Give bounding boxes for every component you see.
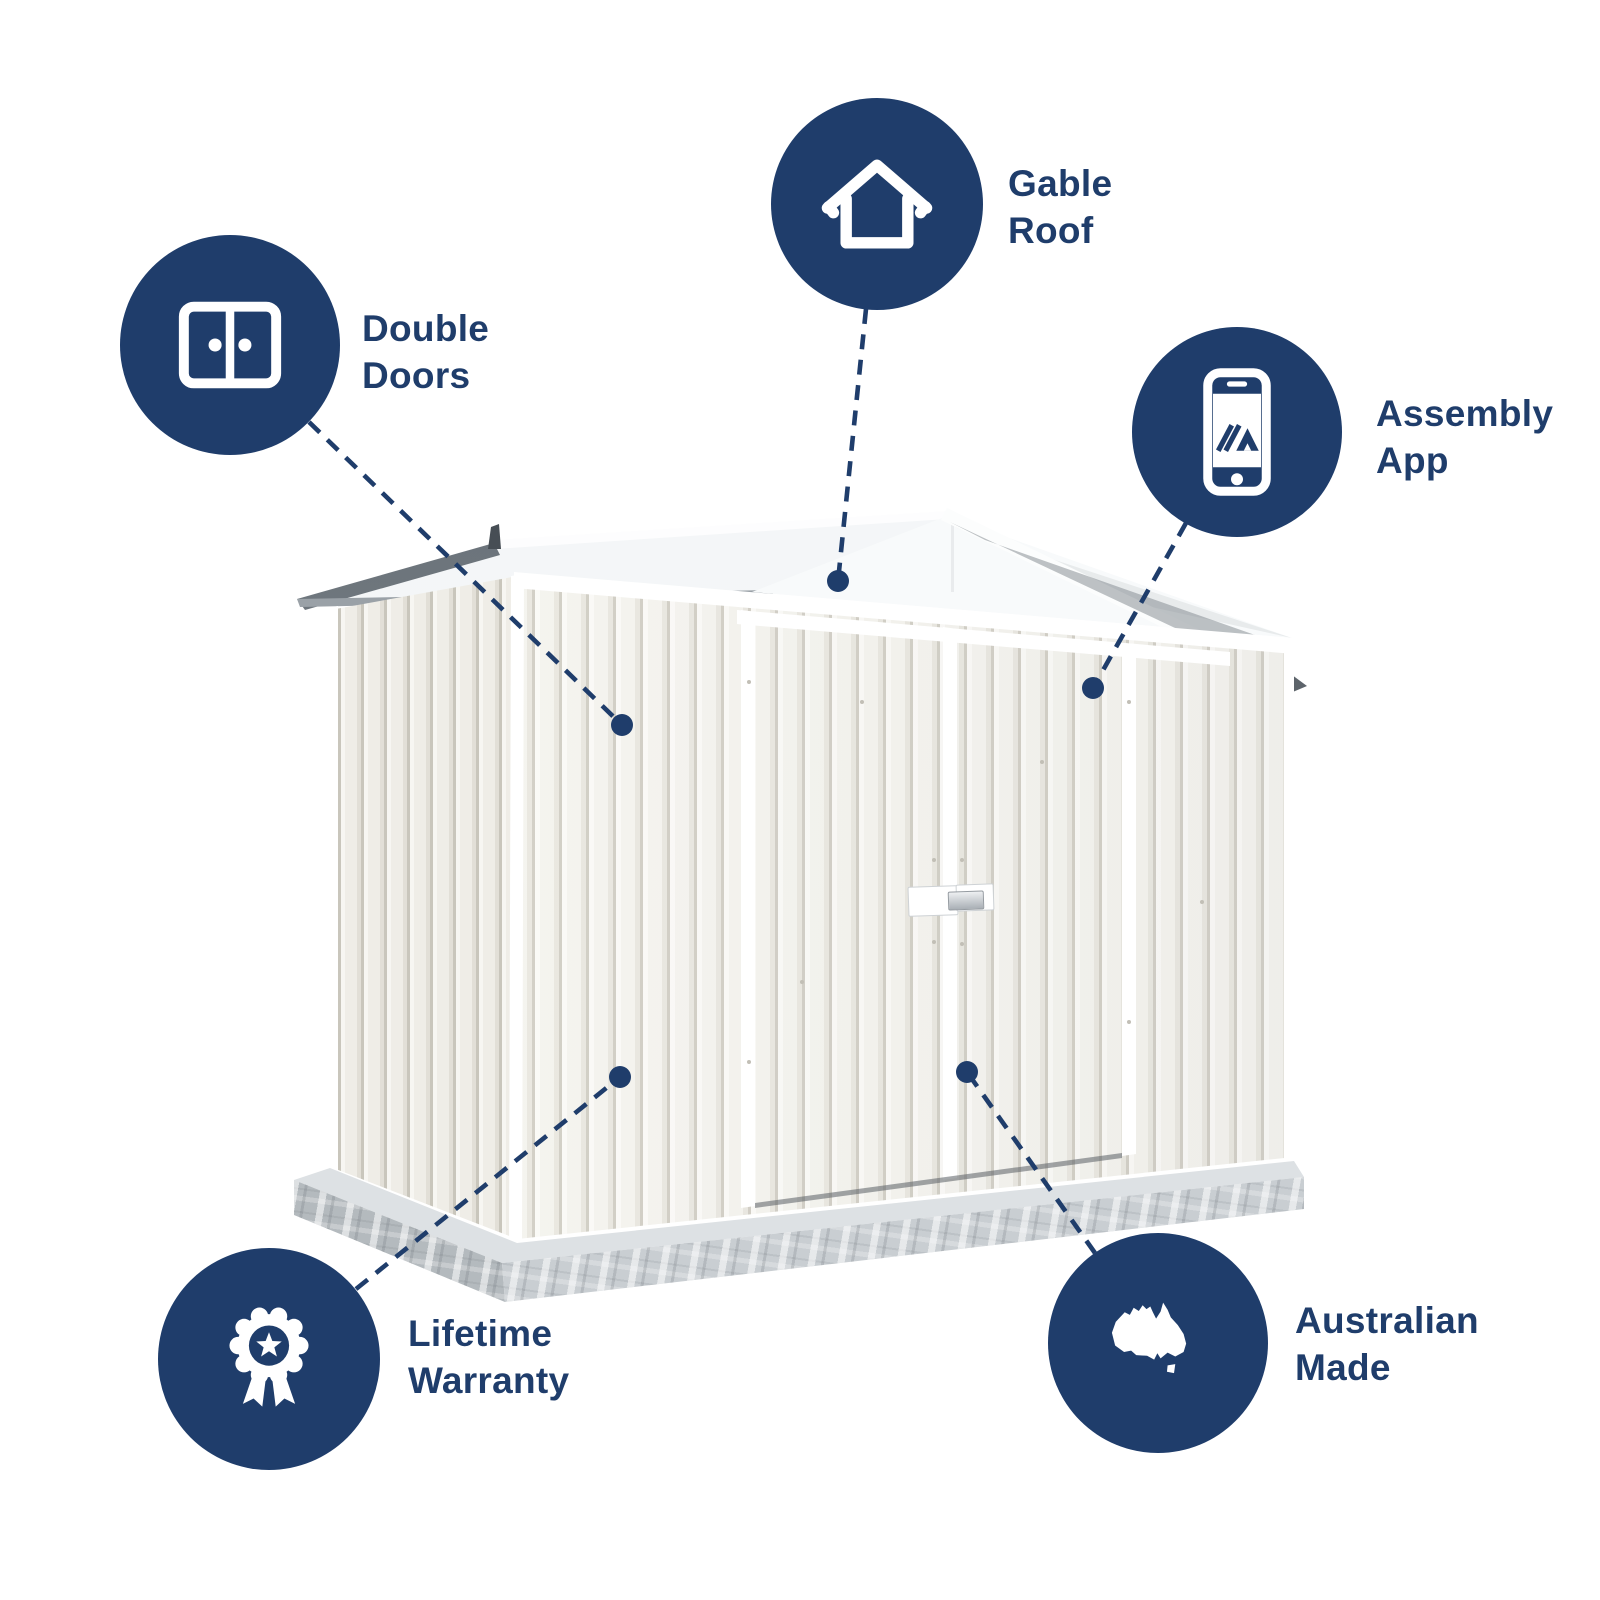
connector-dot-double-doors: [611, 714, 633, 736]
screw-dot: [1200, 900, 1204, 904]
screw-dot: [800, 980, 804, 984]
connector-lifetime-warranty: [354, 1075, 622, 1291]
connector-gable-roof: [835, 308, 869, 582]
screw-dot: [1127, 700, 1131, 704]
gable-roof-badge: [771, 98, 983, 310]
connector-dot-assembly-app: [1082, 677, 1104, 699]
connector-double-doors: [307, 420, 624, 727]
screw-dot: [860, 700, 864, 704]
screw-dot: [1127, 1020, 1131, 1024]
assembly-app-label-line1: Assembly: [1376, 393, 1554, 434]
double-doors-badge: [120, 235, 340, 455]
double-doors-label-line1: Double: [362, 308, 490, 349]
connector-dot-gable-roof: [827, 570, 849, 592]
connector-dot-lifetime-warranty: [609, 1066, 631, 1088]
lifetime-warranty-label-line2: Warranty: [408, 1360, 570, 1401]
australian-made-label: Australian Made: [1295, 1297, 1479, 1391]
australian-made-map-icon: [1111, 1302, 1187, 1374]
screw-dot: [1040, 760, 1044, 764]
double-doors-icon: [178, 301, 282, 389]
australian-made-badge: [1048, 1233, 1268, 1453]
connector-assembly-app: [1090, 521, 1189, 690]
double-doors-label-line2: Doors: [362, 355, 471, 396]
gable-roof-label: Gable Roof: [1008, 160, 1112, 254]
assembly-app-badge: [1132, 327, 1342, 537]
screw-dot: [932, 858, 936, 862]
assembly-app-label: Assembly App: [1376, 390, 1553, 484]
australian-made-label-line1: Australian: [1295, 1300, 1479, 1341]
lifetime-warranty-label: Lifetime Warranty: [408, 1310, 569, 1404]
gable-roof-label-line2: Roof: [1008, 210, 1094, 251]
gable-roof-label-line1: Gable: [1008, 163, 1113, 204]
screw-dot: [747, 1060, 751, 1064]
lifetime-warranty-label-line1: Lifetime: [408, 1313, 553, 1354]
australian-made-label-line2: Made: [1295, 1347, 1391, 1388]
connector-australian-made: [965, 1070, 1097, 1255]
screw-dot: [932, 940, 936, 944]
assembly-app-label-line2: App: [1376, 440, 1449, 481]
double-doors-label: Double Doors: [362, 305, 489, 399]
connector-dot-australian-made: [956, 1061, 978, 1083]
lifetime-warranty-badge: [158, 1248, 380, 1470]
assembly-app-phone-icon: [1203, 368, 1271, 496]
screw-dot: [747, 680, 751, 684]
screw-dot: [960, 942, 964, 946]
lifetime-warranty-ribbon-icon: [229, 1307, 309, 1407]
gable-roof-house-icon: [821, 159, 933, 249]
screw-dot: [960, 858, 964, 862]
